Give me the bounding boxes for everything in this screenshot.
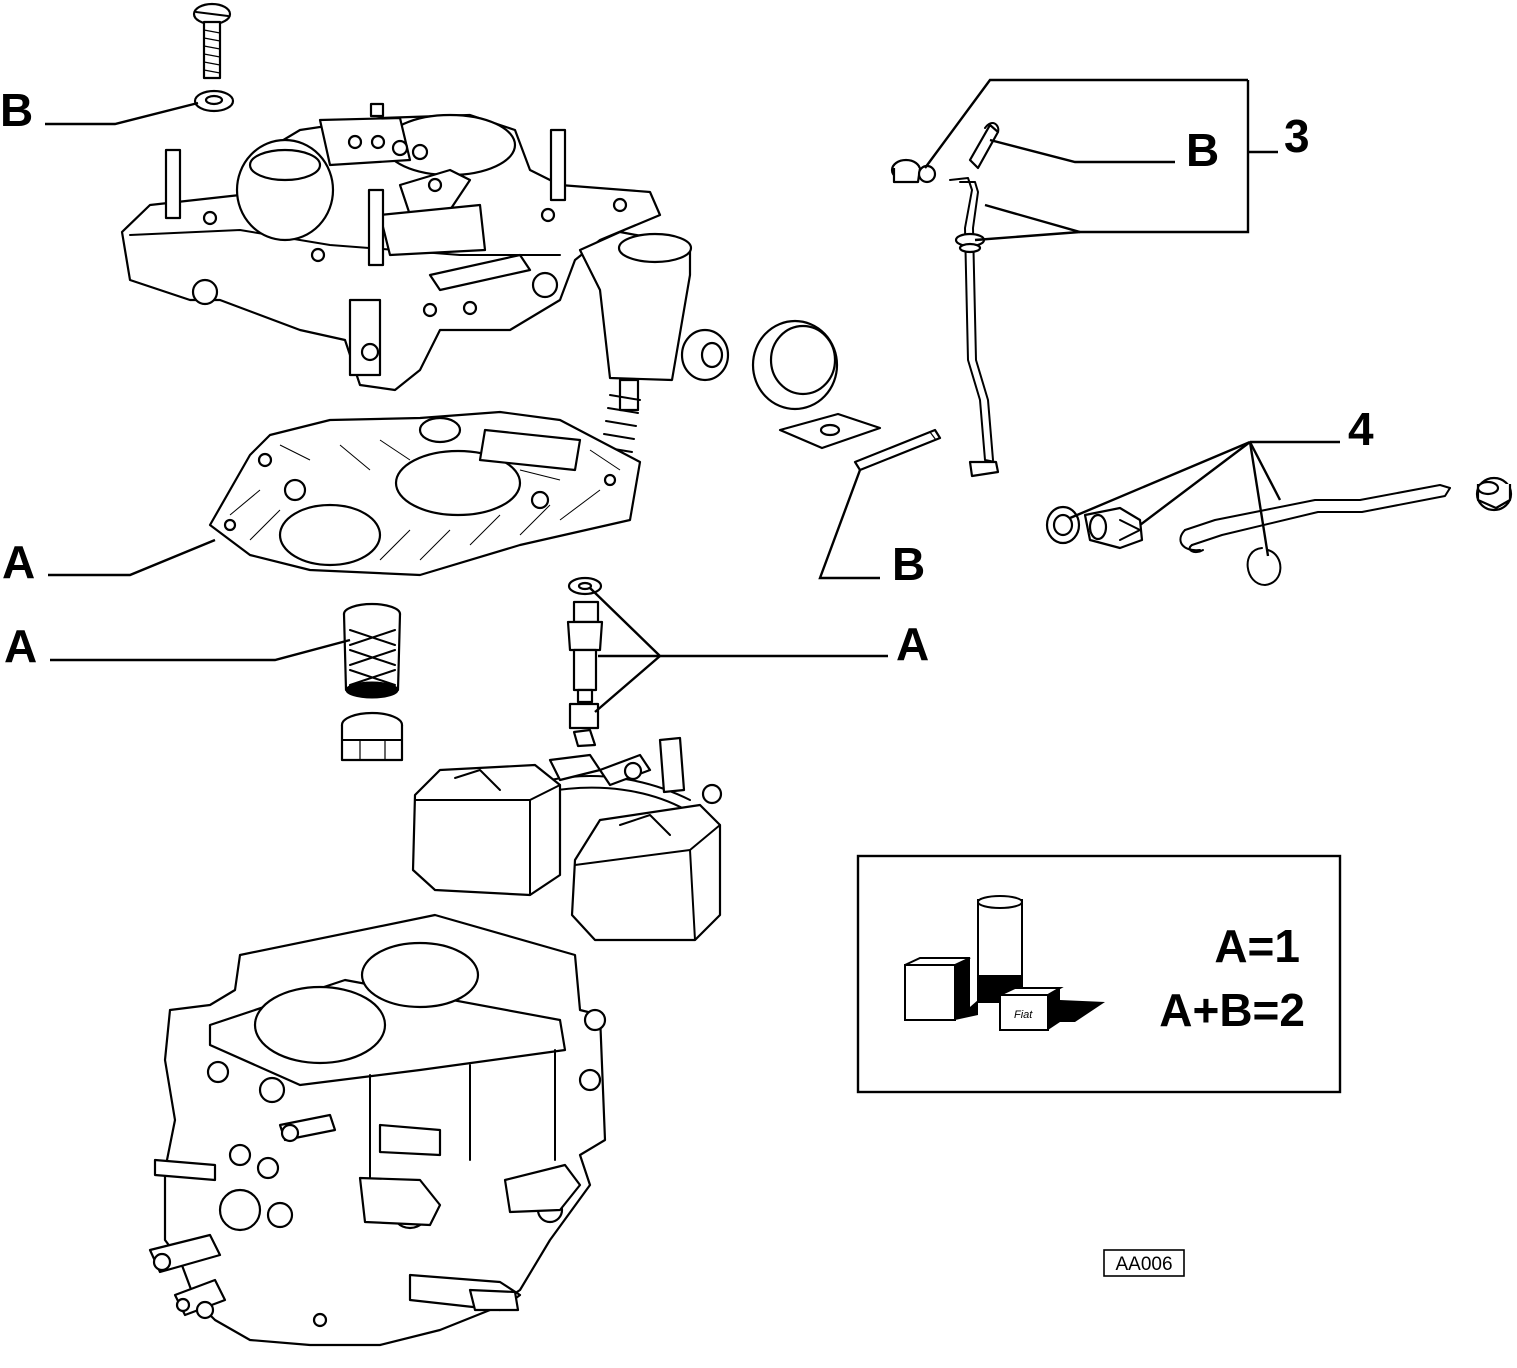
callout-group-3: 3 [1284,110,1310,162]
group-3-parts [890,122,1000,478]
accelerator-pump [578,230,730,412]
reference-code: AA006 [1115,1254,1172,1275]
callout-a-filter: A [4,620,37,672]
fiat-parts-kit-icon: Fiat [904,895,1105,1031]
float-assembly [411,736,723,942]
fuel-filter [342,602,402,699]
group-4-parts [1045,476,1513,586]
square-plate [778,412,882,450]
callout-b-rod: B [1186,124,1219,176]
carburetor-body [148,913,607,1347]
leader-lines [45,78,1340,713]
callout-group-4: 4 [1348,403,1374,455]
legend-a-plus-b-equals-2: A+B=2 [1159,984,1305,1036]
top-screw [192,2,232,80]
carburetor-cover [120,113,662,392]
callout-a-needle-valve: A [896,618,929,670]
callout-b-top-left: B [0,84,33,136]
legend-a-equals-1: A=1 [1214,920,1300,972]
callout-a-gasket: A [2,536,35,588]
pivot-shaft [853,428,942,472]
reference-code-box: AA006 [1103,1249,1185,1277]
cover-gasket [208,410,642,577]
filter-plug [340,711,404,762]
needle-valve [566,576,604,748]
fiat-brand-text: Fiat [1014,1009,1033,1021]
cover-studs [164,102,567,267]
lock-washer [193,89,235,113]
pump-diaphragm-cap [751,319,839,411]
callout-b-shaft: B [892,538,925,590]
legend-box: Fiat A=1 A+B=2 [856,854,1342,1094]
